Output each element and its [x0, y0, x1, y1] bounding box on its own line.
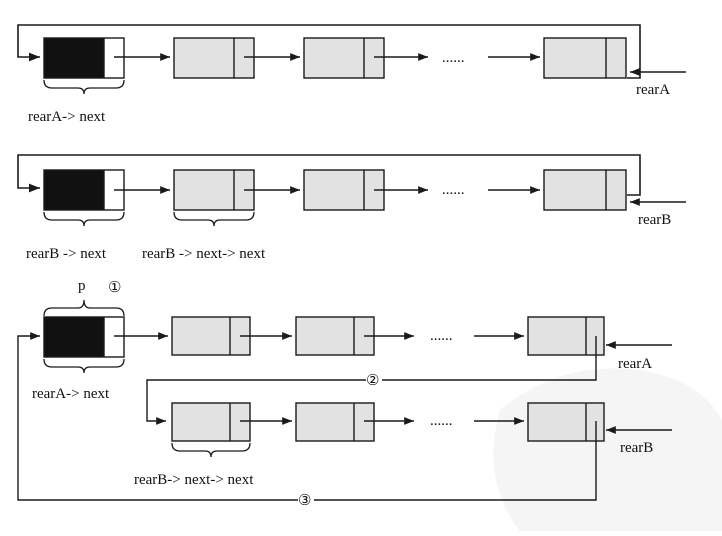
list-b-node-3 [303, 169, 385, 211]
b-row-node-2 [171, 402, 251, 442]
step-3-marker: ③ [298, 493, 311, 509]
step-3-bg [298, 492, 314, 508]
merged-head-label: rearA-> next [32, 386, 110, 402]
list-a-head-node [43, 37, 125, 79]
b-row-tail-node [527, 402, 605, 442]
link-step-3 [17, 332, 597, 501]
b-row-node-3 [295, 402, 375, 442]
b-row-second-brace [171, 442, 251, 458]
step-1-marker: ① [108, 280, 121, 296]
list-b-circular-link [17, 154, 641, 196]
list-b-head-node [43, 169, 125, 211]
step-2-marker: ② [366, 373, 379, 389]
b-row-ellipsis: ...... [430, 413, 453, 429]
a-row-node-2 [171, 316, 251, 356]
merged-head-node [43, 316, 125, 358]
list-a-ellipsis: ...... [442, 50, 465, 66]
list-a-diagram: ...... rearA rearA-> next [17, 24, 686, 125]
link-step-2 [146, 336, 597, 425]
list-a-circular-link [17, 24, 641, 79]
step-2-bg [366, 372, 382, 388]
list-b-second-brace [173, 211, 255, 227]
list-b-head-brace [43, 211, 125, 227]
list-b-node-2 [173, 169, 255, 211]
a-row-node-3 [295, 316, 375, 356]
list-b-tail-node [543, 169, 627, 211]
merged-rear-a-label: rearA [618, 356, 652, 372]
list-a-node-3 [303, 37, 385, 79]
p-brace [43, 299, 125, 317]
list-a-head-label: rearA-> next [28, 109, 106, 125]
list-b-head-label: rearB -> next [26, 246, 107, 262]
p-pointer-label: p [78, 278, 86, 294]
list-a-head-brace [43, 79, 125, 95]
list-a-tail-node [543, 37, 627, 79]
list-b-ellipsis: ...... [442, 182, 465, 198]
a-row-ellipsis: ...... [430, 328, 453, 344]
list-b-diagram: ...... rearB rearB -> next rearB -> next… [17, 154, 686, 262]
a-row-tail-node [527, 316, 605, 356]
merged-rear-b-label: rearB [620, 440, 653, 456]
rear-a-label: rearA [636, 82, 670, 98]
merged-head-brace [43, 358, 125, 374]
watermark-seal [493, 368, 722, 531]
list-a-node-2 [173, 37, 255, 79]
b-row-second-label: rearB-> next-> next [134, 472, 254, 488]
merged-list-diagram: p ① rearA-> next ...... rearA [17, 278, 672, 509]
rear-b-label: rearB [638, 212, 671, 228]
list-b-second-label: rearB -> next-> next [142, 246, 266, 262]
